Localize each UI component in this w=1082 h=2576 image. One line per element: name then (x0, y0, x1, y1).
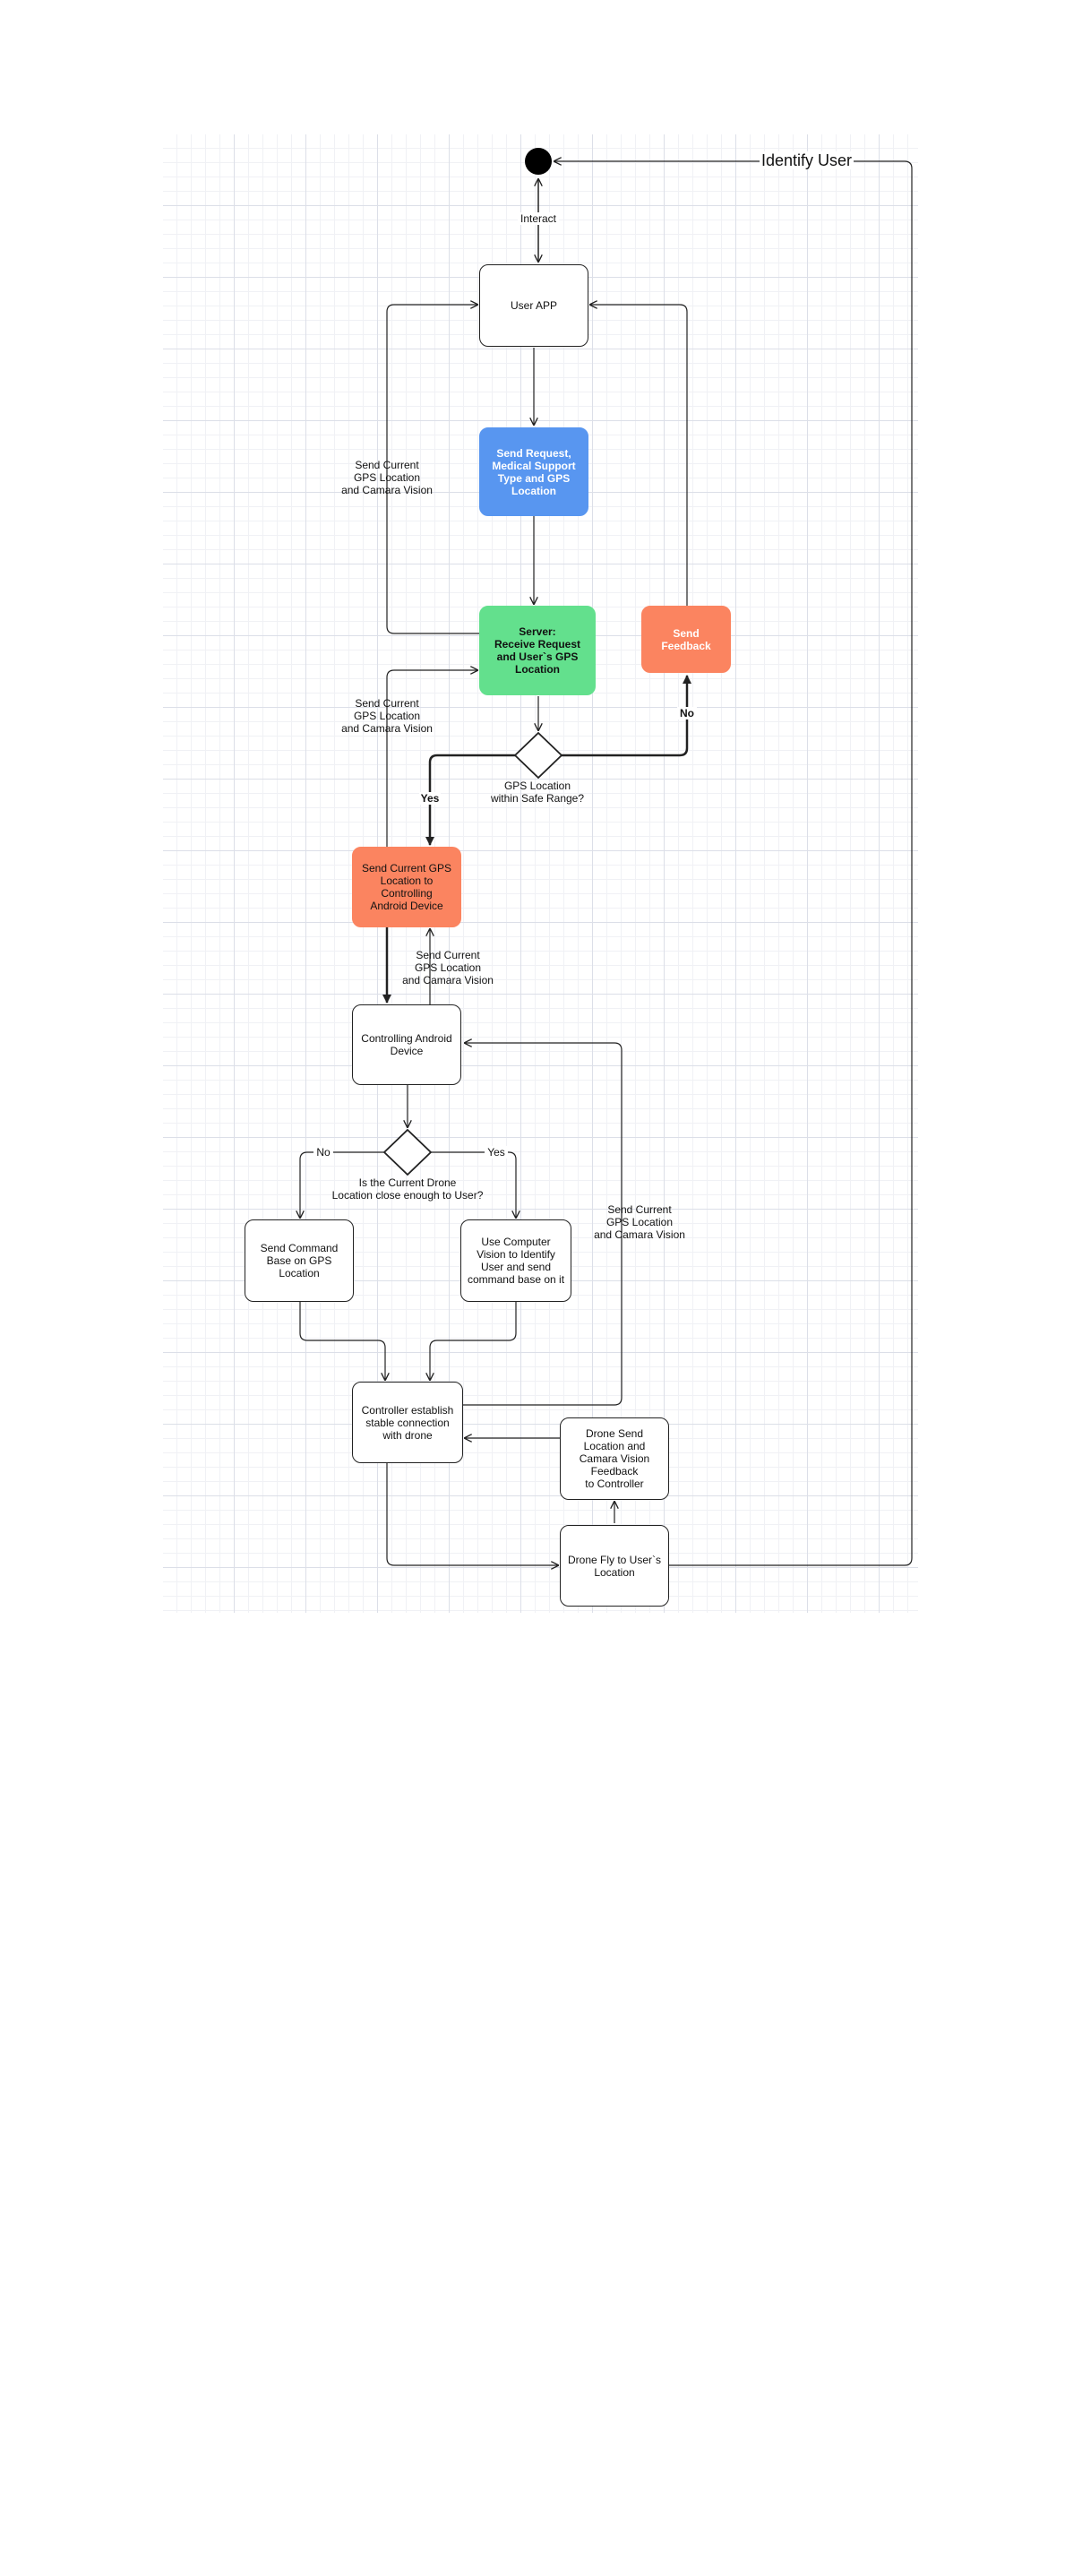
edge-controller-controlling (462, 1043, 623, 1406)
no-label-2: No (313, 1146, 333, 1159)
edge-dronefly-start (554, 161, 913, 1566)
gps-vision-label-3: Send Current GPS Location and Camara Vis… (402, 949, 494, 986)
send-feedback-node: Send Feedback (641, 606, 731, 673)
interact-label: Interact (518, 212, 559, 225)
user-app-node: User APP (479, 264, 588, 347)
edge-server-userapp (386, 305, 479, 634)
edge-feedback-userapp (590, 305, 688, 606)
edge-controller-dronefly (386, 1463, 558, 1565)
controlling-device-node: Controlling Android Device (352, 1004, 461, 1085)
yes-label-2: Yes (485, 1146, 508, 1159)
edge-decision2-yes (431, 1151, 516, 1218)
edge-command-controller (299, 1302, 385, 1380)
drone-close-label: Is the Current Drone Location close enou… (331, 1176, 484, 1202)
gps-vision-label-1: Send Current GPS Location and Camara Vis… (341, 459, 433, 496)
edge-vision-controller (430, 1302, 517, 1380)
grid-background (163, 134, 918, 1613)
send-gps-android-node: Send Current GPS Location to Controlling… (352, 847, 461, 927)
edge-decision-yes (425, 754, 515, 846)
drone-feedback-node: Drone Send Location and Camara Vision Fe… (560, 1417, 669, 1500)
edge-decision-no (562, 675, 691, 757)
decision-safe-range (513, 731, 563, 780)
send-command-gps-node: Send Command Base on GPS Location (245, 1219, 354, 1302)
send-request-node: Send Request, Medical Support Type and G… (479, 427, 588, 516)
controller-connection-node: Controller establish stable connection w… (352, 1382, 463, 1463)
edge-android-server (386, 670, 477, 848)
gps-vision-label-2: Send Current GPS Location and Camara Vis… (341, 697, 433, 735)
start-node (525, 148, 552, 175)
computer-vision-node: Use Computer Vision to Identify User and… (460, 1219, 571, 1302)
safe-range-label: GPS Location within Safe Range? (490, 780, 585, 805)
decision-drone-close (382, 1128, 433, 1176)
gps-vision-label-4: Send Current GPS Location and Camara Vis… (594, 1203, 685, 1241)
no-label-1: No (677, 707, 697, 719)
yes-label-1: Yes (419, 792, 441, 805)
server-node: Server: Receive Request and User`s GPS L… (479, 606, 596, 695)
edge-decision2-no (300, 1151, 384, 1218)
identify-user-label: Identify User (760, 151, 854, 169)
drone-fly-node: Drone Fly to User`s Location (560, 1525, 669, 1607)
